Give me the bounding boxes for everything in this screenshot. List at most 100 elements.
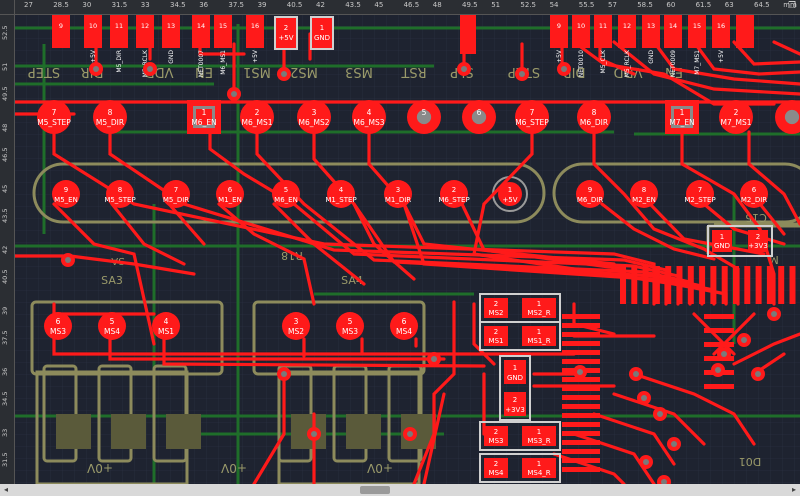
via-hole (633, 371, 639, 377)
pin-pad[interactable]: 7M5_STEP (37, 100, 71, 134)
component-outline (499, 355, 531, 421)
silk-sa3: SA3 (101, 274, 123, 287)
pin-pad[interactable]: 7M5_DIR (162, 180, 190, 208)
pin-pad[interactable]: 8M6_DIR (577, 100, 611, 134)
component-outline (479, 453, 561, 483)
header-pad[interactable]: 9+5V (550, 14, 568, 63)
pad-number: 1 (320, 24, 324, 32)
ic-pad (620, 266, 626, 304)
header-pad[interactable] (736, 14, 754, 48)
pin-pad[interactable]: 8M5_DIR (93, 100, 127, 134)
ic-pad (562, 332, 600, 337)
pin-pad[interactable]: 1M7_EN (665, 100, 699, 134)
pin-pad[interactable]: 4M6_MS3 (352, 100, 386, 134)
pad-number: 5 (110, 317, 115, 326)
copper-trace (52, 202, 156, 346)
smd-pad (460, 14, 476, 54)
via-hole (661, 479, 667, 484)
pin-pad[interactable]: 3M1_DIR (384, 180, 412, 208)
pin-pad[interactable]: 7M2_STEP (684, 180, 716, 208)
pin-pad[interactable]: 8M2_EN (630, 180, 658, 208)
pin-pad[interactable]: 2M6_MS1 (240, 100, 274, 134)
pad-number: 6 (402, 317, 407, 326)
copper-trace (692, 312, 736, 356)
pad-net: GND (314, 34, 330, 42)
pad-number: 6 (752, 186, 757, 194)
pin-pad[interactable] (775, 100, 800, 134)
copper-trace (402, 202, 616, 266)
pad-number: 7 (698, 186, 702, 194)
pin-pad[interactable]: 7M6_STEP (515, 100, 549, 134)
pin-pad[interactable]: 2M7_MS1 (719, 100, 753, 134)
ruler-top-label: 60 (666, 1, 676, 9)
ruler-left-label: 33 (1, 428, 9, 437)
pin-pad[interactable]: 8M5_STEP (104, 180, 136, 208)
pad-hole (784, 109, 800, 125)
header-pad[interactable]: 10+5V (84, 14, 102, 63)
copper-trace (772, 40, 800, 56)
pin-pad[interactable]: 5 (407, 100, 441, 134)
via-hole (561, 66, 567, 72)
pad-net: M1_DIR (385, 196, 411, 204)
header-pad[interactable]: 16+5V (712, 14, 730, 63)
header-pad[interactable]: 9 (52, 14, 70, 48)
pin-pad[interactable]: 9M6_DIR (576, 180, 604, 208)
ruler-left-label: 39 (1, 306, 9, 315)
pin-pad[interactable]: 6 (462, 100, 496, 134)
scroll-thumb[interactable] (360, 486, 390, 494)
pad-net: MS2 (288, 327, 304, 336)
pad-net: M6_STEP (438, 196, 469, 204)
ruler-left-label: 34.5 (1, 391, 9, 406)
pin-pad[interactable]: 6M2_DIR (740, 180, 768, 208)
pin-pad[interactable]: 2M6_STEP (438, 180, 470, 208)
scroll-left-icon[interactable]: ◂ (3, 485, 8, 494)
pcb-canvas[interactable]: STEPDIRVDDENMS1MS2MS3RSTSLPSTEPDIRVDDENS… (14, 14, 800, 484)
smd-pad (84, 14, 102, 48)
pin-pad[interactable]: 3M6_MS2 (297, 100, 331, 134)
pad-net: MS4_R (527, 469, 550, 477)
pin-pad[interactable]: 9M5_EN (52, 180, 80, 208)
pad-number: 13 (167, 22, 175, 30)
round-pad (336, 312, 364, 340)
copper-trace (732, 40, 800, 66)
header-pad[interactable]: 2+5V (274, 16, 298, 50)
scroll-right-icon[interactable]: ▸ (791, 485, 796, 494)
restore-window-icon[interactable]: ❐ (787, 1, 797, 11)
pad-number: 11 (599, 22, 607, 30)
pin-pad[interactable]: 1+5V (498, 182, 522, 206)
pad-net: MS3 (489, 437, 504, 445)
pin-pad[interactable]: 4M1_STEP (325, 180, 357, 208)
component-outline (707, 225, 773, 257)
horizontal-scrollbar[interactable]: ◂ ▸ (0, 484, 800, 496)
pin-pad[interactable]: 5M6_EN (272, 180, 300, 208)
pin-pad[interactable]: 6M1_EN (216, 180, 244, 208)
pin-pad[interactable]: 1M6_EN (187, 100, 221, 134)
ic-pad (721, 266, 728, 304)
pad-number: 2 (284, 24, 288, 32)
header-pad[interactable]: 16+5V (246, 14, 264, 63)
